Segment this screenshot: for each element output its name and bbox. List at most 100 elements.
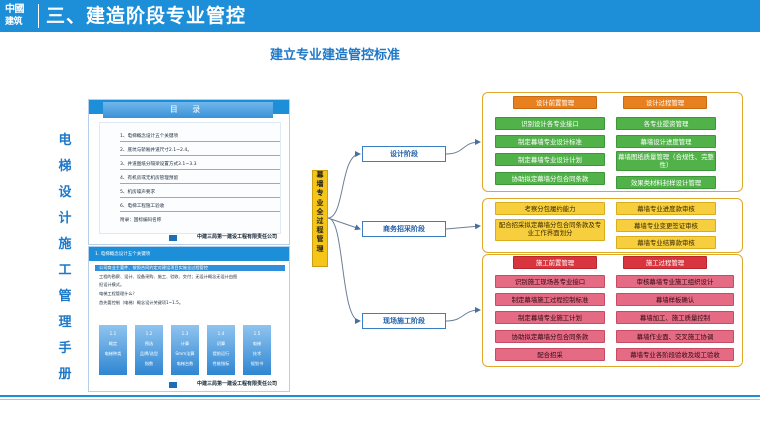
site-pre-item: 制定幕墙专业施工计划 (495, 311, 605, 324)
chapter-header-bar: 1. 电梯概念设计五个关键项 (89, 247, 289, 261)
step-text: 性能指标 (212, 361, 230, 366)
step-number: 1.2 (145, 331, 153, 336)
header-bar: 中國 建筑 三、建造阶段专业管控 (0, 0, 760, 32)
site-process-item: 幕墙专业各阶段验收及竣工验收 (616, 348, 734, 361)
design-pre-item: 制定幕墙专业设计标准 (495, 135, 605, 148)
design-management-group: 设计前置管理 设计过程管理 识别设计各专业接口 制定幕墙专业设计标准 制定幕墙专… (482, 92, 743, 192)
commerce-management-group: 考察分包履约能力 配合招采拟定幕墙分包合同条款及专业工作界面划分 幕墙专业进度款… (482, 198, 743, 253)
chapter-text-line: 公司商业主要件、按照合同约定对建设项目实施全过程管控 (99, 265, 208, 270)
step-text: 概定 (108, 341, 118, 346)
step-text: 计算 (180, 341, 190, 346)
process-char: 理 (316, 244, 324, 253)
doc-footer: 中建三局第一建设工程有限责任公司 (196, 381, 277, 387)
toc-divider (120, 211, 280, 212)
design-process-item: 效果类材料封样设计管理 (616, 176, 716, 189)
process-char: 管 (316, 235, 324, 244)
stage-design: 设计阶段 (362, 146, 446, 162)
manual-char: 册 (58, 367, 72, 382)
toc-item: 2、底坑与轿厢井道尺寸2.1~2.4。 (120, 148, 192, 153)
step-text: 电梯台数 (176, 361, 194, 366)
process-char: 墙 (316, 180, 324, 189)
design-process-item: 各专业提资管理 (616, 117, 716, 130)
company-mark-icon (169, 382, 177, 388)
step-text: 电梯 (252, 341, 262, 346)
step-text: 技术 (252, 351, 262, 356)
manual-char: 手 (58, 341, 72, 356)
design-process-item: 幕墙设计进度管理 (616, 135, 716, 148)
step-number: 1.3 (181, 331, 189, 336)
manual-char: 计 (58, 211, 72, 226)
step-card: 1.4 初算 提前运行 性能指标 (207, 325, 235, 375)
header-divider (38, 4, 39, 28)
manual-char: 工 (58, 263, 72, 278)
site-process-item: 幕墙作业面、交叉施工协调 (616, 330, 734, 343)
chapter-text-line: 电梯工程管理什么？ (99, 291, 137, 296)
site-process-item: 审核幕墙专业施工组织设计 (616, 275, 734, 288)
step-number: 1.4 (217, 331, 225, 336)
manual-char: 管 (58, 289, 72, 304)
step-text: 提前运行 (212, 351, 230, 356)
toc-divider (120, 169, 280, 170)
design-pre-item: 协助拟定幕墙分包合同条款 (495, 172, 605, 185)
design-pre-header: 设计前置管理 (513, 96, 597, 109)
toc-divider (120, 183, 280, 184)
step-card: 1.3 计算 Smm法算 电梯台数 (171, 325, 199, 375)
toc-divider (120, 197, 280, 198)
step-text: 预选 (144, 341, 154, 346)
toc-item: 5、机房噪声要求 (120, 190, 156, 195)
process-char: 业 (316, 198, 324, 207)
toc-item: 6、电梯工程施工验收 (120, 204, 165, 209)
design-process-header: 设计过程管理 (623, 96, 707, 109)
commerce-item: 考察分包履约能力 (495, 202, 605, 215)
logo-line-1: 中國 (5, 4, 25, 15)
site-pre-item: 协助拟定幕墙分包合同条款 (495, 330, 605, 343)
stage-commerce: 商务招采阶段 (362, 221, 446, 237)
process-char: 过 (316, 217, 324, 226)
site-process-item: 幕墙加工、施工质量控制 (616, 311, 734, 324)
step-card: 1.2 预选 品牌/选型 指数 (135, 325, 163, 375)
toc-divider (120, 141, 280, 142)
curtain-wall-process-label: 幕 墙 专 业 全 过 程 管 理 (312, 170, 328, 267)
commerce-item: 幕墙专业进度款审核 (616, 202, 716, 215)
toc-divider (120, 155, 280, 156)
site-pre-item: 识别施工现场各专业接口 (495, 275, 605, 288)
step-card: 1.5 电梯 技术 规划书 (243, 325, 271, 375)
step-text: 初算 (216, 341, 226, 346)
process-char: 程 (316, 226, 324, 235)
manual-char: 理 (58, 315, 72, 330)
step-text: 电梯种类 (104, 351, 122, 356)
step-card: 1.1 概定 电梯种类 (99, 325, 127, 375)
toc-item: 3、井道图纸分隔梁设置方式3.1~3.3 (120, 162, 197, 167)
logo-line-2: 建筑 (5, 17, 23, 27)
site-pre-header: 施工前置管理 (513, 256, 597, 269)
process-char: 全 (316, 207, 324, 216)
site-management-group: 施工前置管理 施工过程管理 识别施工现场各专业接口 制定幕墙施工过程控制标准 制… (482, 254, 743, 367)
commerce-item: 幕墙专业结算款审核 (616, 236, 716, 249)
step-text: 指数 (144, 361, 154, 366)
section-subtitle: 建立专业建造管控标准 (270, 48, 401, 63)
commerce-item: 幕墙专业变更签证审核 (616, 219, 716, 232)
footer-rule-thin (0, 399, 760, 400)
manual-char: 设 (58, 185, 72, 200)
manual-title-vertical: 电 梯 设 计 施 工 管 理 手 册 (56, 128, 74, 388)
chapter-text-line: 担设计模式。 (99, 282, 125, 287)
manual-char: 施 (58, 237, 72, 252)
step-text: 规划书 (250, 361, 264, 366)
toc-list: 1、电梯概念设计五个关键项 2、底坑与轿厢井道尺寸2.1~2.4。 3、井道图纸… (99, 122, 281, 234)
site-process-item: 幕墙样板确认 (616, 293, 734, 306)
design-pre-item: 制定幕墙专业设计计划 (495, 153, 605, 166)
manual-char: 梯 (58, 159, 72, 174)
site-pre-item: 制定幕墙施工过程控制标准 (495, 293, 605, 306)
footer-rule (0, 395, 760, 397)
commerce-item: 配合招采拟定幕墙分包合同条款及专业工作界面划分 (495, 219, 605, 241)
manual-char: 电 (58, 133, 72, 148)
doc-footer: 中建三局第一建设工程有限责任公司 (196, 234, 277, 240)
site-process-header: 施工过程管理 (623, 256, 707, 269)
toc-item: 1、电梯概念设计五个关键项 (120, 134, 179, 139)
step-text: Smm法算 (175, 351, 195, 356)
toc-item: 附录：国标编码名称 (120, 218, 162, 223)
design-pre-item: 识别设计各专业接口 (495, 117, 605, 130)
chapter-highlight-bar (95, 265, 285, 271)
manual-toc-page: 目 录 1、电梯概念设计五个关键项 2、底坑与轿厢井道尺寸2.1~2.4。 3、… (88, 99, 290, 245)
